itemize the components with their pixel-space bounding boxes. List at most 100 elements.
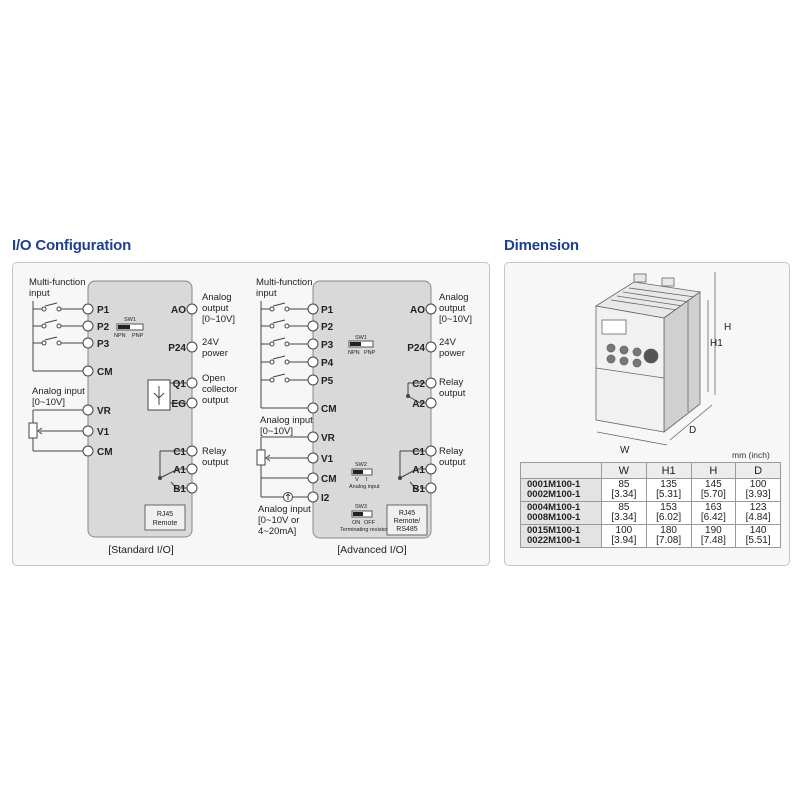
adv-label-p2: P2 <box>321 322 334 333</box>
adv-sw2-name: SW2 <box>355 462 367 468</box>
std-sw1-npn: NPN <box>114 333 126 339</box>
std-ao-desc-1: Analog <box>202 292 232 303</box>
row3-h-inch: [7.48] <box>700 535 726 546</box>
adv-multi-input-label-2: input <box>256 288 277 299</box>
row3-d-mm: 140 <box>749 525 767 536</box>
row3-d-inch: [5.51] <box>745 535 771 546</box>
std-ao-desc-2: output <box>202 303 229 314</box>
adv-terminal-p5 <box>307 374 319 386</box>
row1-model-a: 0001M100-1 <box>527 479 581 490</box>
adv-label-b1: B1 <box>412 484 425 495</box>
adv-terminal-p2 <box>307 320 319 332</box>
adv-ao-desc-2: output <box>439 303 466 314</box>
std-multi-input-label-2: input <box>29 288 50 299</box>
adv-analog-input2-label-3: 4~20mA] <box>258 526 296 537</box>
adv-sw1-npn: NPN <box>348 350 360 356</box>
adv-p24-desc-1: 24V <box>439 337 457 348</box>
row2-h1-inch: [6.02] <box>656 512 682 523</box>
adv-analog-input2-label-1: Analog input <box>258 504 311 515</box>
adv-rj45-box <box>386 504 428 536</box>
row2-d-inch: [4.84] <box>745 512 771 523</box>
std-terminal-ao <box>186 303 198 315</box>
row1-h1-inch: [5.31] <box>656 489 682 500</box>
adv-label-p4: P4 <box>321 358 334 369</box>
row3-w: 100[3.94] <box>601 524 647 548</box>
adv-sw3-off: OFF <box>364 520 376 526</box>
row2-h: 163[6.42] <box>690 501 737 525</box>
io-configuration-title: I/O Configuration <box>12 237 132 254</box>
std-label-p2: P2 <box>97 322 110 333</box>
std-label-cm2: CM <box>97 447 113 458</box>
std-ao-desc-3: [0~10V] <box>202 314 235 325</box>
adv-rj45-line3: RS485 <box>396 526 418 533</box>
header-w: W <box>601 462 647 479</box>
row1-w-mm: 85 <box>618 479 630 490</box>
adv-terminal-c1 <box>425 445 437 457</box>
adv-label-cm2: CM <box>321 474 337 485</box>
std-terminal-p24 <box>186 341 198 353</box>
adv-sw2-caption: Analog input <box>349 484 380 490</box>
row2-w-inch: [3.34] <box>611 512 637 523</box>
std-analog-input-label-2: [0~10V] <box>32 397 65 408</box>
std-terminal-p1 <box>82 303 94 315</box>
std-analog-input-label-1: Analog input <box>32 386 85 397</box>
adv-label-c1: C1 <box>412 447 425 458</box>
row2-w: 85[3.34] <box>601 501 647 525</box>
adv-sw2-v: V <box>355 477 359 483</box>
adv-terminal-p24 <box>425 341 437 353</box>
row3-h1: 180[7.08] <box>645 524 692 548</box>
adv-p24-desc-2: power <box>439 348 465 359</box>
row3-w-mm: 100 <box>615 525 633 536</box>
row3-h: 190[7.48] <box>690 524 737 548</box>
std-rj45-line2: Remote <box>153 520 178 527</box>
adv-analog-input-label-2: [0~10V] <box>260 426 293 437</box>
row1-w-inch: [3.34] <box>611 489 637 500</box>
header-d: D <box>735 462 781 479</box>
adv-label-cm: CM <box>321 404 337 415</box>
std-terminal-cm <box>82 365 94 377</box>
std-sw1-pnp: PNP <box>132 333 144 339</box>
row2-h1-mm: 153 <box>660 502 677 513</box>
adv-sw3-name: SW3 <box>355 504 367 510</box>
adv-terminal-a2 <box>425 397 437 409</box>
std-label-p3: P3 <box>97 339 110 350</box>
std-label-p24: P24 <box>168 343 186 354</box>
row1-d-mm: 100 <box>749 479 767 490</box>
row1-d-inch: [3.93] <box>745 489 771 500</box>
adv-label-a1: A1 <box>412 465 425 476</box>
adv-label-v1: V1 <box>321 454 334 465</box>
row1-h-mm: 145 <box>705 479 722 490</box>
device-drawing <box>594 272 716 446</box>
std-terminal-c1 <box>186 445 198 457</box>
row3-model-b: 0022M100-1 <box>527 535 581 546</box>
adv-label-p5: P5 <box>321 376 334 387</box>
std-oc-desc-2: collector <box>202 384 237 395</box>
adv-ao-desc-3: [0~10V] <box>439 314 472 325</box>
row2-model-a: 0004M100-1 <box>527 502 581 513</box>
row1-h1-mm: 135 <box>660 479 677 490</box>
row3-h-mm: 190 <box>705 525 722 536</box>
std-terminal-cm2 <box>82 445 94 457</box>
adv-terminal-c2 <box>425 377 437 389</box>
adv-rj45-line2: Remote/ <box>394 518 421 525</box>
row2-d-mm: 123 <box>749 502 767 513</box>
dim-label-w: W <box>620 445 630 456</box>
adv-rj45-line1: RJ45 <box>399 510 415 517</box>
std-terminal-a1 <box>186 463 198 475</box>
adv-caption: [Advanced I/O] <box>337 544 407 556</box>
adv-terminal-p3 <box>307 338 319 350</box>
dimension-table-header: W H1 H D <box>520 462 781 479</box>
header-h: H <box>690 462 737 479</box>
header-model <box>520 462 602 479</box>
std-terminal-p3 <box>82 337 94 349</box>
row3-h1-inch: [7.08] <box>656 535 682 546</box>
row3-w-inch: [3.94] <box>611 535 637 546</box>
adv-terminal-cm <box>307 402 319 414</box>
adv-analog-input-label-1: Analog input <box>260 415 313 426</box>
std-p24-desc-2: power <box>202 348 228 359</box>
